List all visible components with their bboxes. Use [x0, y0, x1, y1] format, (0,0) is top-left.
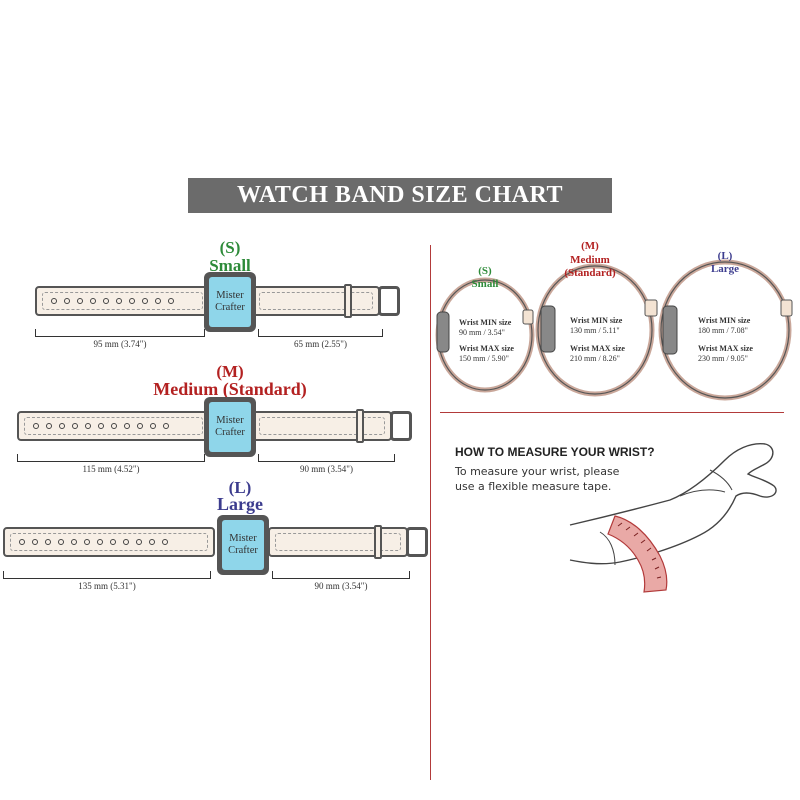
loop-large-code: (L)	[717, 250, 733, 262]
band-large-strap-left	[3, 527, 215, 557]
band-small-keeper	[344, 284, 352, 318]
vertical-divider	[430, 245, 431, 780]
band-medium-keeper	[356, 409, 364, 443]
band-large-right-length: 90 mm (3.54")	[314, 581, 368, 591]
dimension-line	[258, 453, 395, 462]
band-medium-strap-right	[252, 411, 392, 441]
measure-title: HOW TO MEASURE YOUR WRIST?	[455, 445, 655, 459]
title-banner: WATCH BAND SIZE CHART	[188, 178, 612, 213]
loop-large-illustration	[658, 259, 793, 401]
hand-measure-illustration	[569, 443, 777, 593]
dimension-line	[258, 328, 383, 337]
loop-small-illustration	[435, 277, 535, 393]
measure-instruction-line-1: To measure your wrist, please	[455, 465, 620, 478]
dimension-line	[3, 570, 211, 579]
band-large-keeper	[374, 525, 382, 559]
loop-medium-code: (M)	[581, 240, 599, 252]
band-large-strap-right	[268, 527, 408, 557]
band-large-left-length: 135 mm (5.31")	[78, 581, 136, 591]
band-small-strap-left	[35, 286, 210, 316]
measure-instruction-line-2: use a flexible measure tape.	[455, 480, 612, 493]
band-medium-name: Medium (Standard)	[153, 379, 307, 399]
band-small-left-length: 95 mm (3.74")	[93, 339, 147, 349]
loop-small-name: Small	[471, 278, 499, 290]
horizontal-divider	[440, 412, 784, 413]
loop-medium-illustration	[535, 263, 658, 397]
band-medium-buckle	[390, 411, 412, 441]
band-small-strap-right	[252, 286, 380, 316]
band-small-name: Small	[209, 256, 251, 275]
band-small-right-length: 65 mm (2.55")	[294, 339, 347, 349]
band-large-buckle	[406, 527, 428, 557]
band-large-name: Large	[217, 494, 263, 514]
measure-tape-icon	[607, 515, 668, 593]
loop-medium-name-2: (Standard)	[564, 267, 616, 279]
loop-small-code: (S)	[478, 265, 492, 277]
loop-medium-name: Medium	[570, 254, 610, 266]
dimension-line	[35, 328, 205, 337]
band-medium-strap-left	[17, 411, 210, 441]
band-large-code: (L)	[228, 478, 252, 497]
loop-large-name: Large	[710, 263, 740, 275]
band-medium-code: (M)	[216, 362, 244, 381]
dimension-line	[17, 453, 205, 462]
dimension-line	[272, 570, 410, 579]
page-title: WATCH BAND SIZE CHART	[237, 182, 563, 208]
band-small-code: (S)	[219, 238, 241, 257]
loop-bands-illustration	[435, 259, 793, 401]
band-medium-right-length: 90 mm (3.54")	[300, 464, 353, 474]
band-medium-left-length: 115 mm (4.52")	[82, 464, 140, 474]
band-small-buckle	[378, 286, 400, 316]
